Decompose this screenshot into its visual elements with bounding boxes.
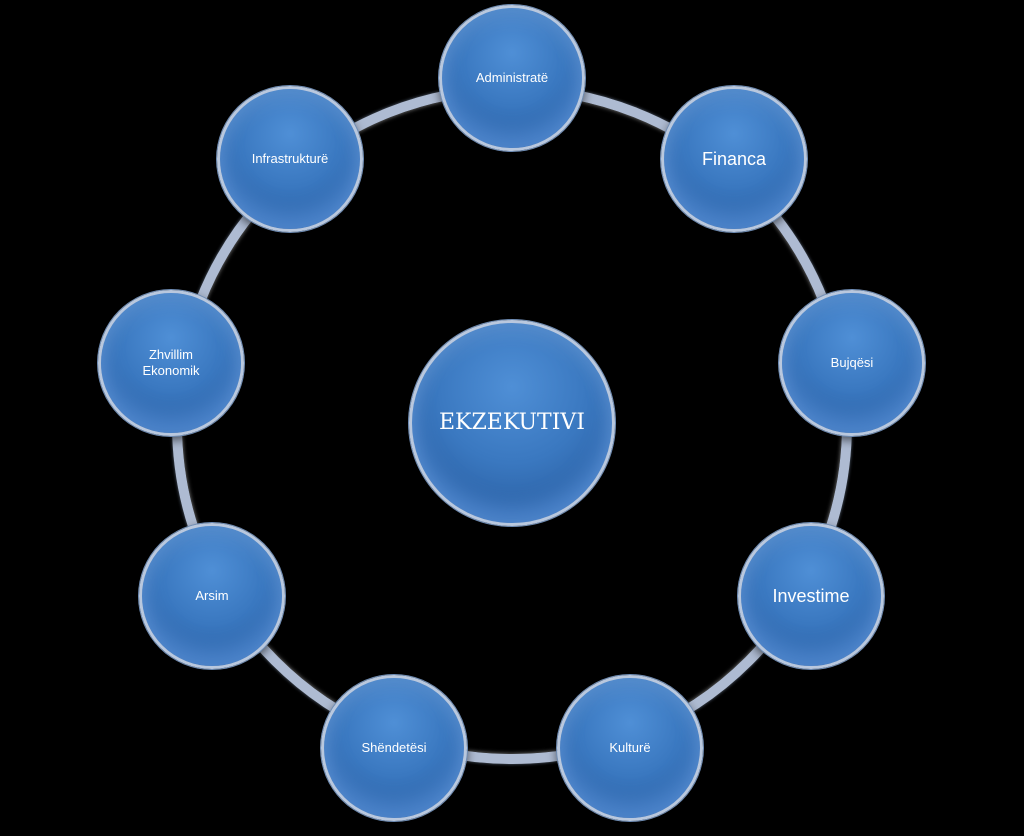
center-label: EKZEKUTIVI — [439, 410, 585, 436]
node-label: Arsim — [195, 587, 229, 603]
node-administrate: Administratë — [439, 5, 585, 151]
node-label: Kulturë — [609, 739, 651, 755]
node-infrastrukture: Infrastrukturë — [217, 86, 363, 232]
node-center-ekzekutivi: EKZEKUTIVI — [409, 320, 615, 526]
node-label: Financa — [701, 148, 767, 169]
node-shendetesi: Shëndetësi — [321, 675, 467, 821]
node-arsim: Arsim — [139, 523, 285, 669]
node-label: Zhvillim Ekonomik — [142, 346, 200, 378]
node-financa: Financa — [661, 86, 807, 232]
node-label: Administratë — [475, 69, 549, 85]
node-label: Bujqësi — [830, 354, 874, 370]
node-bujqesi: Bujqësi — [779, 290, 925, 436]
node-investime: Investime — [738, 523, 884, 669]
node-label: Investime — [772, 585, 850, 606]
node-kulture: Kulturë — [557, 675, 703, 821]
node-zhvillim-ekonomik: Zhvillim Ekonomik — [98, 290, 244, 436]
node-label: Shëndetësi — [361, 739, 427, 755]
node-label: Infrastrukturë — [251, 150, 329, 166]
